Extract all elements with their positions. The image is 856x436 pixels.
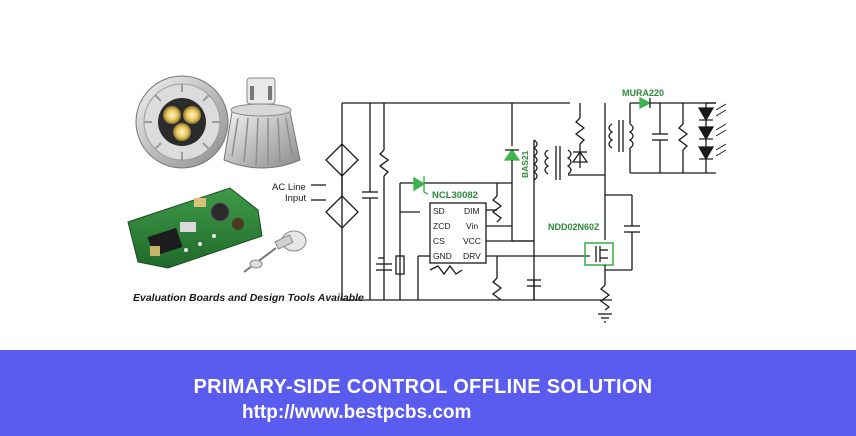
pin-drv: DRV	[463, 251, 481, 261]
evaluation-board-image	[127, 187, 307, 273]
banner-title: PRIMARY-SIDE CONTROL OFFLINE SOLUTION	[193, 376, 653, 398]
pin-dim: DIM	[464, 206, 480, 216]
product-illustration: Evaluation Boards and Design Tools Avail…	[127, 75, 727, 323]
mosfet-label: NDD02N60Z	[548, 222, 600, 232]
title-banner: PRIMARY-SIDE CONTROL OFFLINE SOLUTION ht…	[0, 350, 856, 436]
evaluation-caption: Evaluation Boards and Design Tools Avail…	[133, 292, 364, 304]
controller-label: NCL30082	[432, 190, 478, 201]
zener-diode	[413, 176, 429, 195]
banner-url[interactable]: http://www.bestpcbs.com	[242, 402, 472, 423]
pin-vcc: VCC	[463, 236, 481, 246]
output-diode-label: MURA220	[622, 88, 664, 98]
schematic-wiring	[311, 96, 716, 323]
bias-diode-label: BAS21	[520, 150, 530, 178]
controller-pins: SD ZCD CS GND DIM Vin VCC DRV	[433, 206, 481, 261]
ac-input-label: Input	[285, 193, 306, 204]
pin-cs: CS	[433, 236, 445, 246]
pin-gnd: GND	[433, 251, 452, 261]
pin-vin: Vin	[466, 221, 478, 231]
pin-zcd: ZCD	[433, 221, 450, 231]
led-bulb-side-image	[223, 77, 301, 169]
ac-line-label: AC Line	[272, 182, 306, 193]
pin-sd: SD	[433, 206, 445, 216]
led-string	[697, 103, 727, 161]
led-bulb-front-image	[135, 75, 229, 169]
